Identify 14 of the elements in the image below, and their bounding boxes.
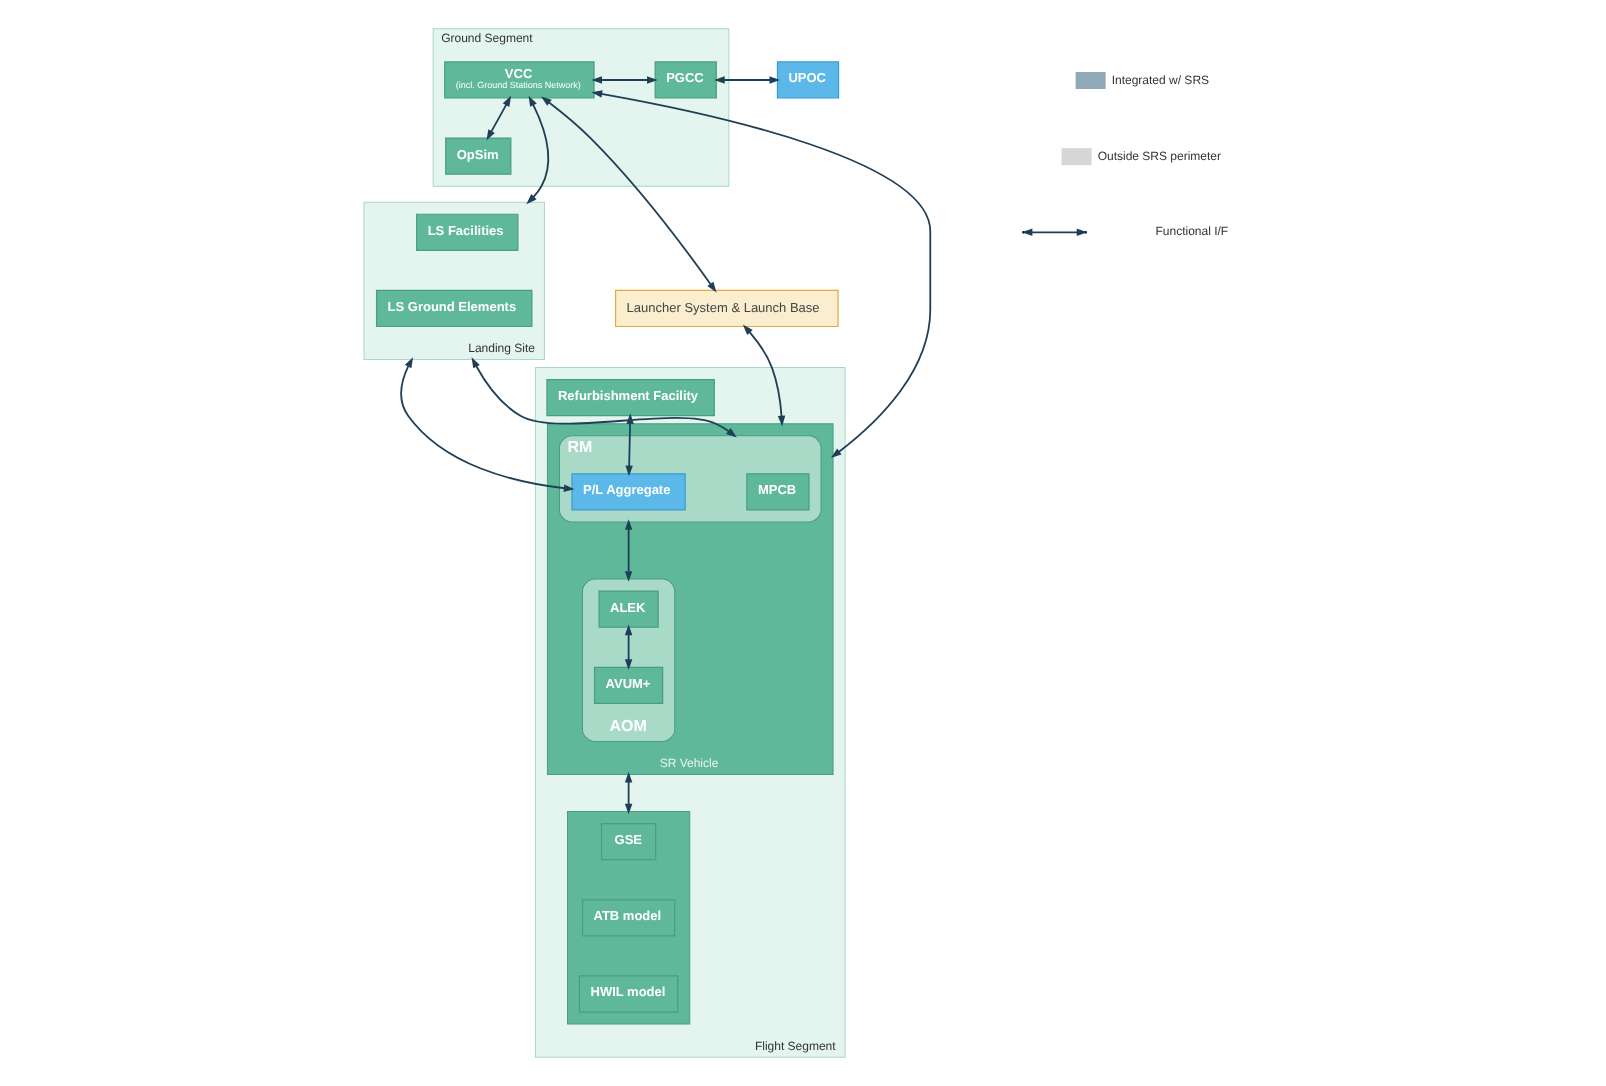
arrow xyxy=(624,413,633,477)
arrow xyxy=(623,771,632,815)
cluster xyxy=(566,811,690,1025)
arrow xyxy=(623,519,632,582)
arrow xyxy=(741,324,785,427)
arrow xyxy=(470,357,736,438)
arrow xyxy=(623,624,632,670)
arrow xyxy=(399,357,574,492)
arrow xyxy=(485,95,511,141)
arrow xyxy=(590,90,931,458)
arrow xyxy=(525,95,548,205)
arrow xyxy=(590,76,657,84)
arrow xyxy=(713,76,780,84)
arrow xyxy=(540,96,716,293)
